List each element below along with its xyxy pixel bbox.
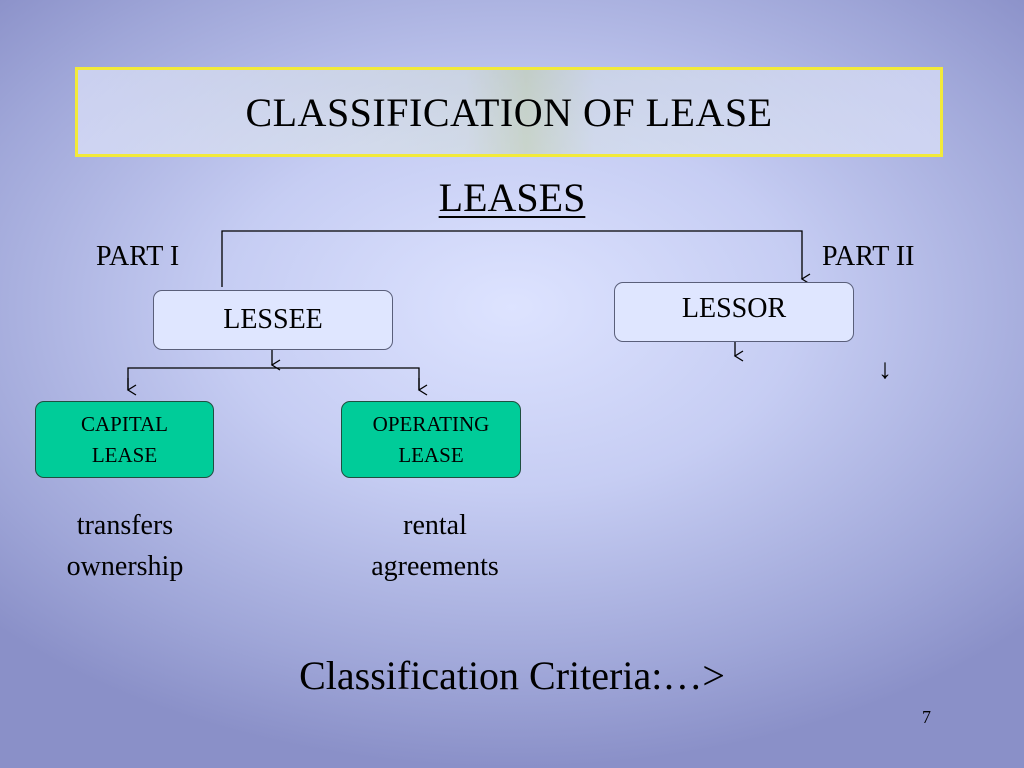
classification-criteria-link[interactable]: Classification Criteria:…> <box>299 653 725 698</box>
part-one-label: PART I <box>96 241 180 272</box>
part-two-label: PART II <box>822 241 915 272</box>
lessor-node: LESSOR <box>614 282 854 342</box>
slide-title: CLASSIFICATION OF LEASE <box>245 89 773 135</box>
operating-desc-line2: agreements <box>371 551 499 582</box>
capital-desc-line2: ownership <box>66 551 184 582</box>
connector-root <box>221 230 811 287</box>
lessor-label: LESSOR <box>681 293 787 324</box>
down-arrow-icon: ↓ <box>878 354 892 385</box>
lessee-node: LESSEE <box>153 290 393 350</box>
page-number: 7 <box>922 707 931 727</box>
capital-lease-line1: CAPITAL <box>81 411 168 436</box>
operating-desc-line1: rental <box>403 510 467 541</box>
title-box: CLASSIFICATION OF LEASE <box>75 67 943 157</box>
capital-lease-line2: LEASE <box>91 442 158 467</box>
root-node-leases: LEASES <box>438 175 586 220</box>
operating-lease-line2: LEASE <box>398 442 464 467</box>
capital-lease-description: transfers ownership <box>30 505 220 587</box>
operating-lease-description: rental agreements <box>340 505 530 587</box>
operating-lease-line1: OPERATING <box>372 411 490 436</box>
capital-lease-node: CAPITAL LEASE <box>35 401 214 478</box>
capital-desc-line1: transfers <box>76 510 174 541</box>
operating-lease-node: OPERATING LEASE <box>341 401 521 478</box>
connector-lessee-branch <box>127 367 420 389</box>
lessee-label: LESSEE <box>223 304 323 335</box>
